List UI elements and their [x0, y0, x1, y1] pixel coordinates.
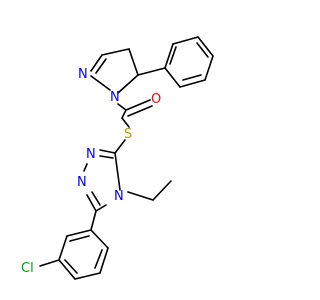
bond-tz-c-n3-inner — [99, 155, 114, 159]
bond-ar-1 — [66, 229, 92, 237]
bond-n5-tz-c — [114, 152, 121, 191]
bond-c-n5 — [95, 204, 107, 212]
bond-tz-c-n3 — [99, 149, 116, 154]
atom-n5: N — [114, 189, 124, 204]
bond-ph-6 — [164, 67, 181, 88]
bond-ph-3 — [197, 36, 214, 57]
bond-ch-n2 — [117, 74, 139, 94]
bond-n4-c — [86, 194, 97, 212]
bond-n4-c-inner — [91, 191, 101, 206]
bond-n5-ethyl — [127, 191, 154, 201]
bond-ch-phenyl — [137, 67, 166, 76]
bond-ph-5 — [179, 79, 206, 88]
bond-s-triazole — [114, 139, 126, 154]
atom-n1: N — [78, 67, 88, 82]
bond-n2-n1 — [90, 75, 111, 91]
bond-ch2-ch — [128, 48, 139, 76]
bond-n2-carbonyl — [117, 103, 127, 111]
bond-c-imine-ch2 — [101, 48, 130, 56]
bond-ch2-s — [121, 117, 130, 128]
bond-c-cl — [39, 259, 60, 267]
bond-n3-n4 — [83, 163, 88, 172]
bond-ph-3-inner — [196, 42, 209, 58]
bonds — [39, 36, 214, 280]
atom-cl: Cl — [21, 261, 34, 276]
bond-ar-1-inner — [69, 235, 90, 242]
bond-n1-c-imine — [90, 54, 103, 72]
bond-ph-1-inner — [169, 46, 177, 65]
bond-carbonyl-ch2 — [121, 109, 127, 119]
bond-c-o — [125, 99, 151, 111]
bond-ar-5 — [99, 247, 109, 274]
bond-tz-aryl — [90, 210, 97, 231]
bond-c-imine-double — [95, 58, 107, 74]
bond-ar-2 — [58, 235, 68, 261]
bond-ar-6 — [90, 229, 109, 249]
atom-labels: N N O S N N N Cl — [21, 67, 161, 276]
molecule-structure: N N O S N N N Cl — [21, 36, 214, 280]
atom-n4: N — [77, 175, 87, 190]
atom-n2: N — [110, 90, 120, 105]
bond-ph-4 — [204, 55, 214, 81]
bond-ethyl — [152, 180, 172, 201]
atom-n3: N — [86, 147, 96, 162]
bond-ph-2 — [172, 36, 199, 45]
bond-ph-5-inner — [182, 74, 202, 81]
bond-ar-4 — [74, 272, 101, 280]
bond-ar-3-inner — [64, 259, 78, 274]
bond-ar-5-inner — [94, 249, 103, 269]
bond-ar-3 — [58, 259, 76, 280]
bond-c-o-double — [127, 105, 153, 117]
atom-s: S — [124, 127, 132, 142]
atom-o: O — [151, 92, 161, 107]
bond-ph-1 — [164, 43, 174, 69]
